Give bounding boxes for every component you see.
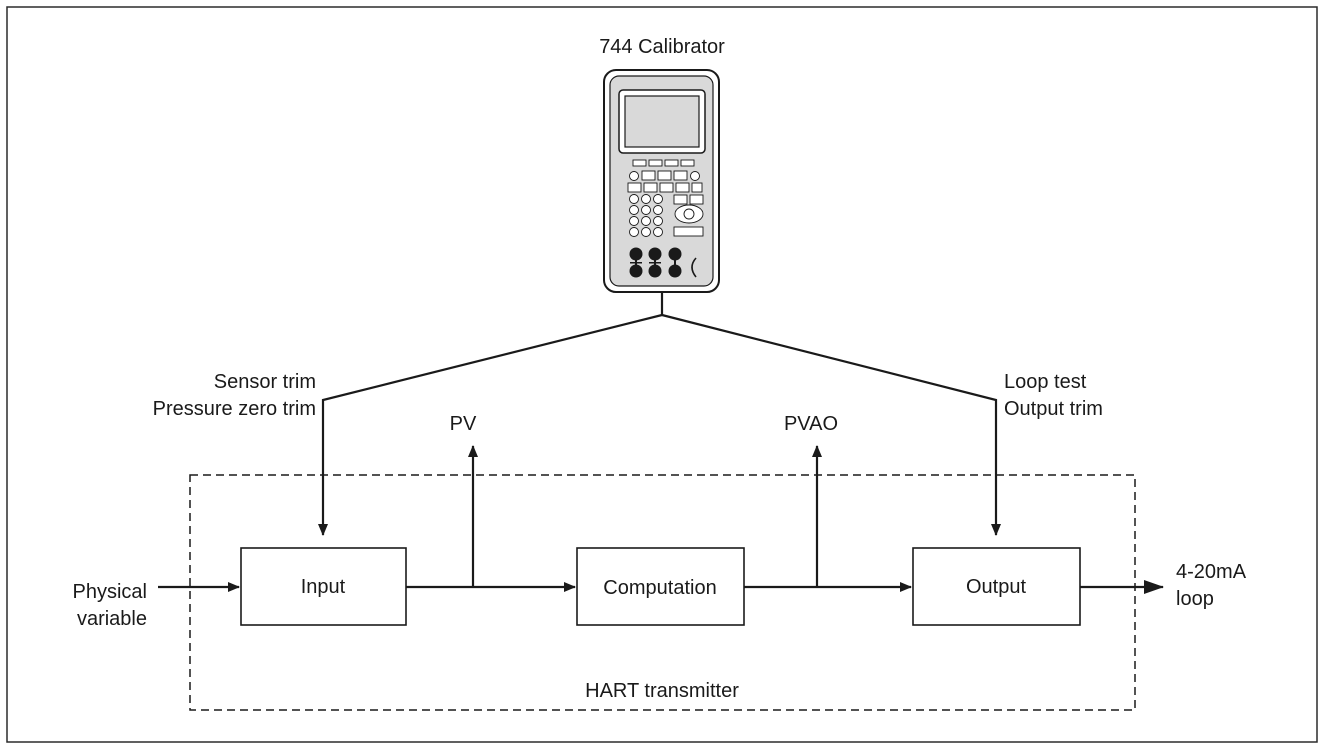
output-trim-connection — [661, 313, 1001, 536]
input-block-label: Input — [301, 576, 346, 598]
sensor-trim-label: Sensor trim — [214, 371, 316, 393]
loop-test-label: Loop test — [1004, 371, 1087, 393]
output-block-label: Output — [966, 576, 1026, 598]
loop-label-line1: 4-20mA — [1176, 561, 1247, 583]
pv-label: PV — [450, 413, 477, 435]
input-block — [240, 547, 407, 626]
outer-frame — [6, 6, 1318, 743]
physical-variable-label-line1: Physical — [73, 581, 147, 603]
pvao-label: PVAO — [784, 413, 838, 435]
test-jacks-icon — [629, 247, 697, 278]
output-trim-label: Output trim — [1004, 398, 1103, 420]
keypad-icon — [627, 170, 704, 237]
hart-transmitter-label: HART transmitter — [585, 680, 739, 702]
loop-label-line2: loop — [1176, 588, 1214, 610]
computation-block — [576, 547, 745, 626]
computation-block-label: Computation — [603, 577, 716, 599]
hart-transmitter-boundary — [189, 474, 1136, 711]
pressure-zero-trim-label: Pressure zero trim — [153, 398, 316, 420]
sensor-trim-connection — [318, 313, 663, 536]
calibrator-device-icon — [603, 69, 720, 293]
physical-variable-label-line2: variable — [77, 608, 147, 630]
calibrator-title: 744 Calibrator — [599, 36, 725, 58]
